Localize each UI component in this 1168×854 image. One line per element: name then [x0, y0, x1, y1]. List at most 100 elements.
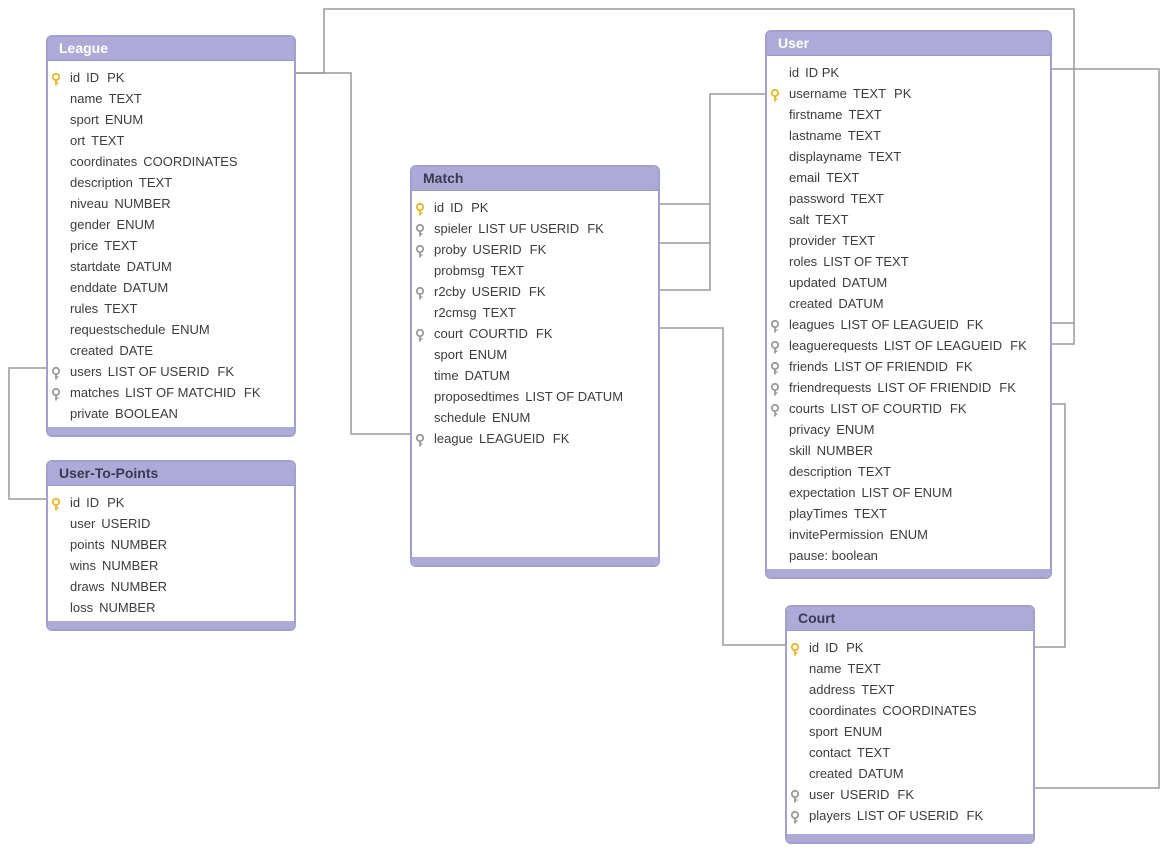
field-name: spieler: [434, 221, 473, 236]
field-row[interactable]: spieler LIST UF USERID FK: [412, 218, 658, 239]
connector-league-userpoints: [8, 367, 46, 500]
field-name: updated: [789, 275, 836, 290]
field-key-flag: FK: [587, 221, 604, 236]
field-type: LIST UF USERID: [478, 221, 580, 236]
foreign-key-icon: [51, 365, 61, 380]
field-key-flag: FK: [535, 326, 553, 341]
field-name: rules: [70, 301, 99, 316]
field-name: requestschedule: [70, 322, 166, 337]
field-type: TEXT: [868, 149, 902, 164]
field-name: privacy: [789, 422, 831, 437]
field-name: email: [789, 170, 821, 185]
field-name: startdate: [70, 259, 121, 274]
field-name: created: [70, 343, 114, 358]
field-key-flag: PK: [894, 86, 912, 101]
field-type: LIST OF TEXT: [823, 254, 909, 269]
field-row[interactable]: roles LIST OF TEXT: [767, 251, 1050, 272]
field-name: id: [789, 65, 800, 80]
field-type: NUMBER: [114, 196, 171, 211]
field-name: created: [809, 766, 853, 781]
field-name: niveau: [70, 196, 109, 211]
field-name: roles: [789, 254, 818, 269]
field-type: LIST OF LEAGUEID: [840, 317, 959, 332]
field-type: TEXT: [138, 175, 173, 190]
field-row[interactable]: niveau NUMBER: [48, 193, 294, 214]
field-row[interactable]: pause: boolean: [767, 545, 1050, 566]
field-name: league: [434, 431, 474, 446]
field-name: name: [70, 91, 103, 106]
field-name: points: [70, 537, 105, 552]
